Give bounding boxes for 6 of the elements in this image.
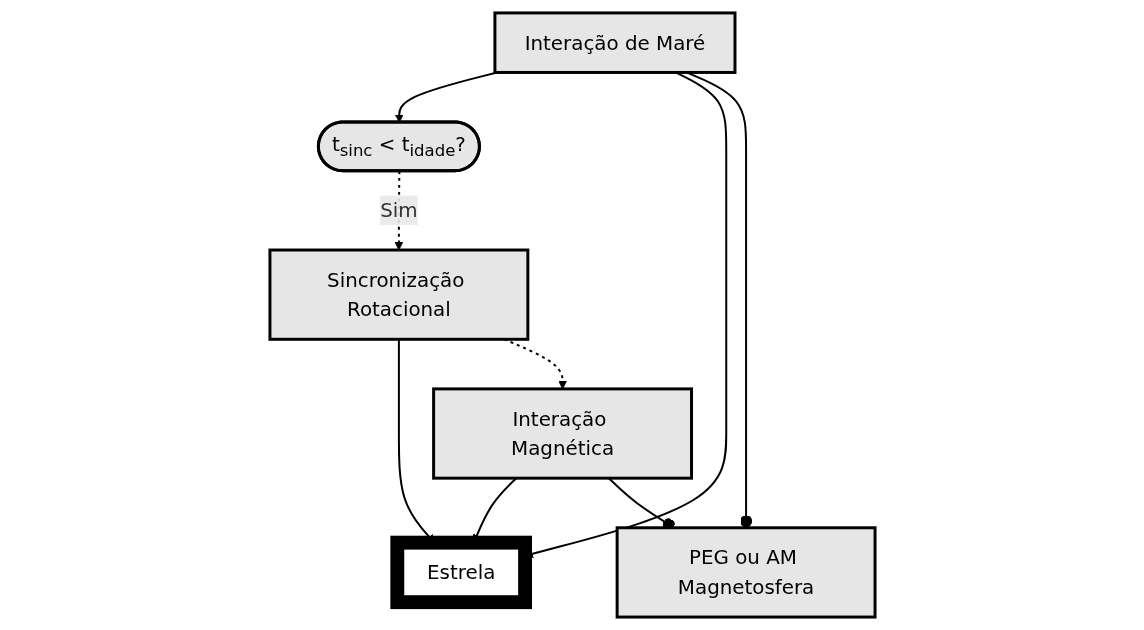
node-box: Interação de Maré	[492, 11, 736, 74]
edge-label: Sim	[379, 198, 418, 223]
node-box: Sincronização Rotacional	[267, 248, 529, 341]
node-box: PEG ou AM Magnetosfera	[615, 526, 877, 619]
node-box: Estrela	[389, 535, 532, 610]
node-box: Interação Magnética	[431, 387, 693, 480]
